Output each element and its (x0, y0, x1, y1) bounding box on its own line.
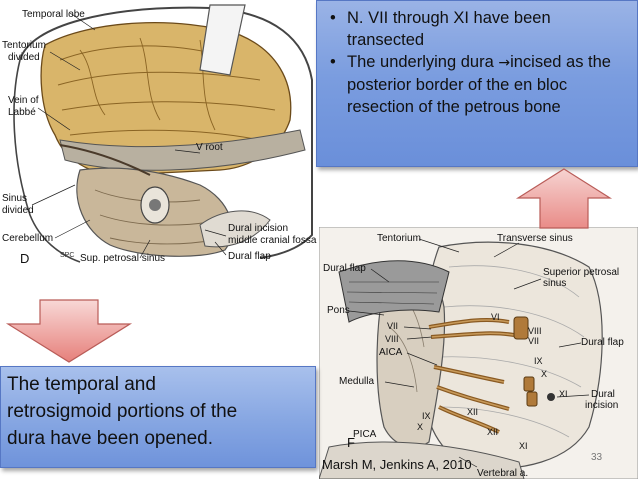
label-superior-petrosal-sinus: sinus (543, 278, 566, 289)
down-arrow-icon (5, 299, 133, 363)
bullet-item: The underlying dura →incised as the post… (330, 51, 627, 118)
label-tentorium: Tentorium (377, 233, 421, 244)
up-arrow-icon (515, 168, 613, 229)
label-v-root: V root (196, 142, 223, 153)
citation: Marsh M, Jenkins A, 2010 (322, 457, 472, 472)
label-dural-flap-right: Dural flap (581, 337, 624, 348)
label-sup-petrosal-sinus: Sup. petrosal sinus (80, 253, 165, 264)
label-incision: incision (585, 400, 618, 411)
caption-line-1: The temporal and (7, 374, 156, 395)
label-sinus-divided: divided (2, 205, 34, 216)
label-vii-right: VII (528, 336, 539, 346)
label-xii-right: XII (487, 427, 498, 437)
cranial-nerves-illustration: Tentorium Transverse sinus Dural flap Su… (319, 227, 638, 479)
bullet-text-end: incised as the posterior border of the e… (347, 53, 611, 116)
label-pica: PICA (353, 429, 377, 440)
label-cerebellum: Cerebellum (2, 233, 53, 244)
label-sinus: Sinus (2, 193, 27, 204)
label-middle-cranial-fossa: middle cranial fossa (228, 235, 317, 246)
artist-signature: SPC (60, 252, 74, 259)
label-xi-right: XI (559, 389, 568, 399)
caption-line-3: dura have been opened. (7, 428, 214, 449)
label-tentorium-divided: divided (8, 52, 40, 63)
label-dural: Dural (591, 389, 615, 400)
bullet-item: N. VII through XI have been transected (330, 7, 627, 51)
bullet-text-box: N. VII through XI have been transected T… (316, 0, 638, 167)
caption-line-2: retrosigmoid portions of the (7, 401, 238, 422)
bullet-text-start: The underlying dura (347, 53, 499, 71)
label-dural-flap: Dural flap (228, 251, 271, 262)
label-vertebral-artery: Vertebral a. (477, 468, 528, 479)
label-tentorium: Tentorium (2, 40, 46, 51)
label-panel-f: F (347, 435, 355, 450)
label-temporal-lobe: Temporal lobe (22, 9, 85, 20)
bullet-text: N. VII through XI have been transected (347, 9, 551, 49)
label-vii-left: VII (387, 321, 398, 331)
bullet-list: N. VII through XI have been transected T… (317, 1, 637, 118)
label-medulla: Medulla (339, 376, 374, 387)
label-pons: Pons (327, 305, 350, 316)
label-labbe: Labbé (8, 107, 36, 118)
label-ix-left: IX (422, 411, 431, 421)
label-x-right: X (541, 369, 547, 379)
label-panel-d: D (20, 251, 29, 266)
label-xii-left: XII (467, 407, 478, 417)
page-number: 33 (591, 452, 603, 463)
label-vein-of: Vein of (8, 95, 39, 106)
label-superior-petrosal: Superior petrosal (543, 267, 619, 278)
label-dural-flap-left: Dural flap (323, 263, 366, 274)
label-viii-left: VIII (385, 334, 399, 344)
label-transverse-sinus: Transverse sinus (497, 233, 573, 244)
label-ix-right: IX (534, 356, 543, 366)
label-dural-incision: Dural incision (228, 223, 288, 234)
temporal-exposure-illustration: Temporal lobe Tentorium divided Vein of … (0, 0, 318, 272)
caption-text-box: The temporal and retrosigmoid portions o… (0, 366, 316, 468)
label-x-left: X (417, 422, 423, 432)
right-arrow-icon: → (498, 55, 511, 71)
label-xi-bottom: XI (519, 441, 528, 451)
label-aica: AICA (379, 347, 403, 358)
label-vi: VI (491, 312, 500, 322)
label-viii-right: VIII (528, 326, 542, 336)
